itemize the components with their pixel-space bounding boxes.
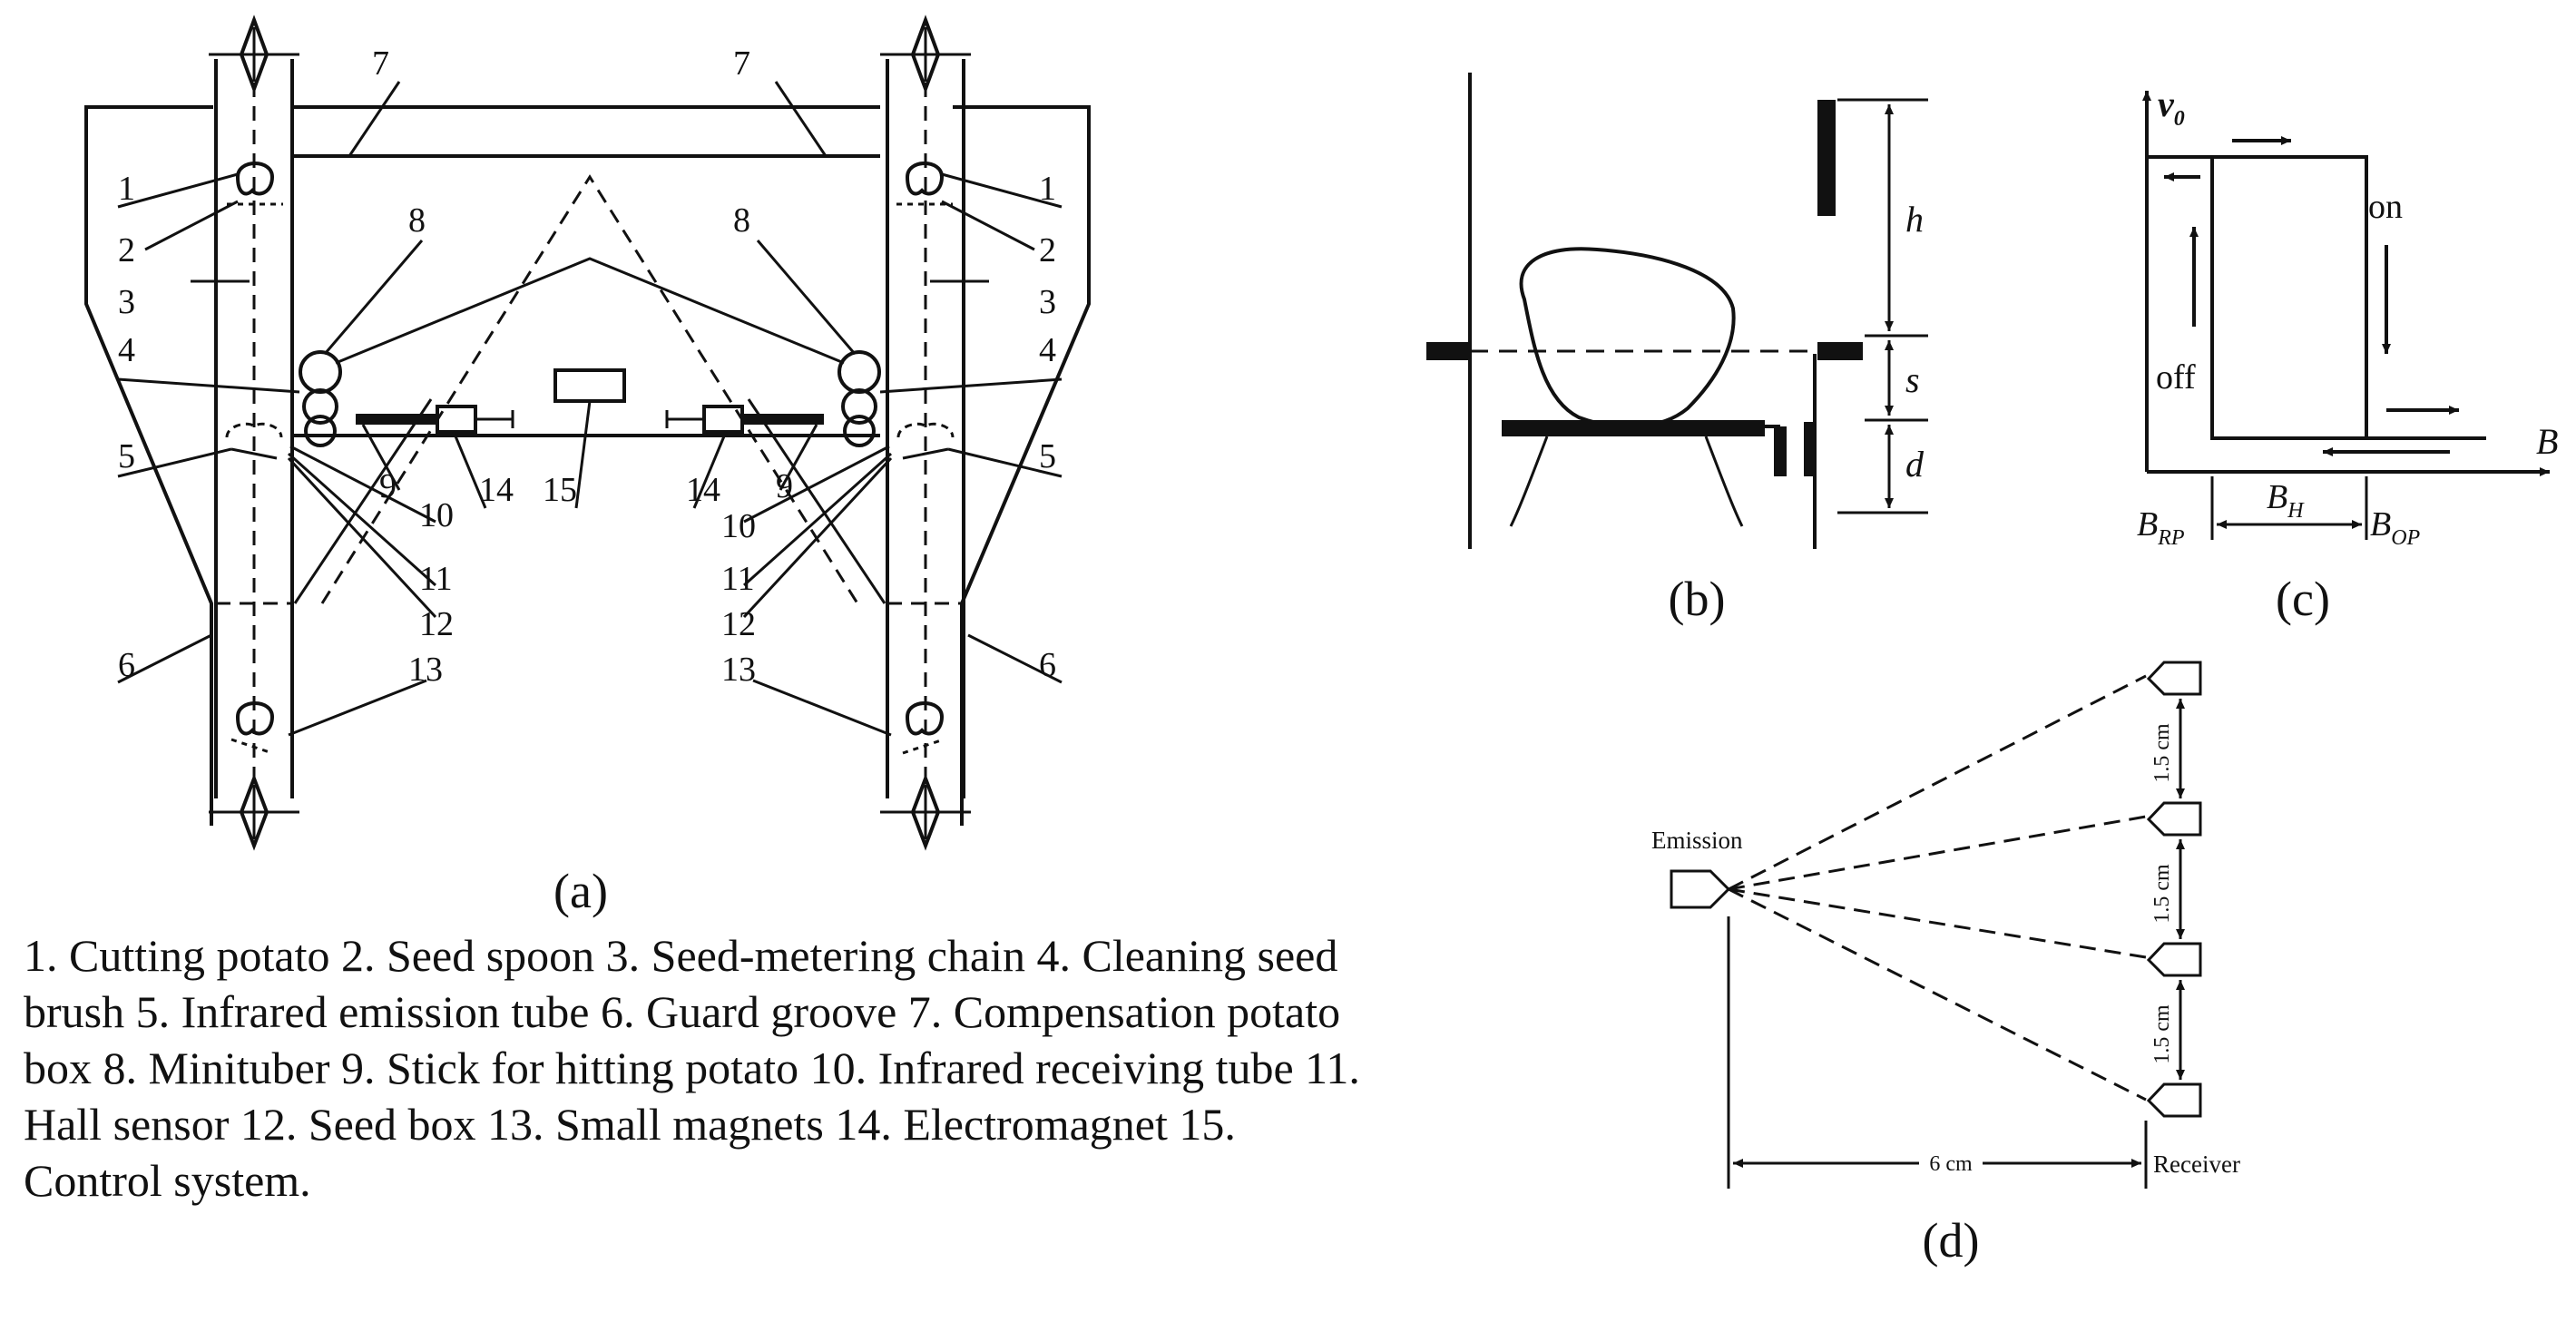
label-3-right: 3 (1039, 283, 1056, 321)
label-12-right: 12 (721, 605, 756, 643)
label-10-right: 10 (721, 507, 756, 545)
sprocket-bottom-left (209, 773, 299, 851)
small-magnets-left (230, 701, 275, 755)
leader-lines (117, 81, 1063, 737)
label-4-right: 4 (1039, 331, 1056, 369)
label-9-right: 9 (776, 467, 793, 505)
emitter-left (1426, 342, 1470, 360)
infrared-emission-tube-right (896, 422, 955, 460)
right-seed-column (880, 15, 971, 851)
bop-label: BOP (2370, 505, 2421, 550)
label-4-left: 4 (118, 331, 135, 369)
hall-sensor-b (1804, 422, 1817, 476)
label-9-left: 9 (379, 467, 397, 505)
sprocket-top-left (209, 15, 299, 94)
hysteresis-off-path (2210, 157, 2366, 440)
minituber-left (299, 350, 342, 447)
brp-label: BRP (2137, 505, 2185, 550)
receiver-icons (2146, 661, 2202, 1118)
spoon-leg-left (1509, 436, 1549, 527)
minituber-shape (1519, 247, 1736, 429)
label-5-left: 5 (118, 437, 135, 475)
label-10-left: 10 (419, 496, 454, 534)
label-2-right: 2 (1039, 231, 1056, 269)
label-14-right: 14 (686, 471, 720, 509)
distance-label: 6 cm (1929, 1152, 1973, 1176)
panel-d-label: (d) (1923, 1213, 1980, 1268)
cutting-potato-left (227, 162, 283, 206)
stick-right (665, 405, 824, 434)
label-1-left: 1 (118, 170, 135, 208)
figure-caption: 1. Cutting potato 2. Seed spoon 3. Seed-… (24, 930, 1360, 1206)
label-6-left: 6 (118, 646, 135, 684)
dim-h: h (1905, 199, 1924, 240)
hysteresis-on-path (2147, 155, 2486, 440)
dimension-lines (1837, 98, 1928, 514)
spacing-label-1: 1.5 cm (2150, 723, 2174, 783)
part-number-labels: 1 2 3 4 5 6 7 8 9 10 11 12 13 14 15 7 8 … (118, 44, 1056, 689)
panel-b-diagram: h s d (b) (1426, 73, 1928, 626)
receiver-label: Receiver (2153, 1151, 2240, 1178)
spoon-leg-right (1704, 436, 1744, 527)
emitter-right (1817, 342, 1863, 360)
label-2-left: 2 (118, 231, 135, 269)
label-15: 15 (543, 471, 577, 509)
label-13-right: 13 (721, 651, 756, 689)
left-seed-column (209, 15, 299, 851)
housing-left-wall (84, 105, 213, 826)
cutting-potato-right (896, 162, 953, 206)
sprocket-bottom-right (880, 773, 971, 851)
label-7-left: 7 (372, 44, 389, 83)
spacing-label-3: 1.5 cm (2150, 1004, 2174, 1064)
label-11-right: 11 (721, 560, 755, 598)
label-3-left: 3 (118, 283, 135, 321)
off-label: off (2156, 358, 2196, 397)
minituber-right (837, 350, 881, 447)
panel-c-chart: v0 B on off BRP BH BOP (c) (2137, 83, 2558, 626)
panel-c-label: (c) (2276, 572, 2330, 626)
label-6-right: 6 (1039, 646, 1056, 684)
dim-s: s (1905, 359, 1920, 400)
emitter-icon (1670, 869, 1731, 909)
label-13-left: 13 (408, 651, 443, 689)
label-7-right: 7 (733, 44, 750, 83)
sprocket-top-right (880, 15, 971, 94)
spacing-label-2: 1.5 cm (2150, 864, 2174, 924)
panel-a-label: (a) (553, 864, 608, 918)
control-system-box (553, 368, 626, 403)
label-8-right: 8 (733, 201, 750, 240)
connecting-cords (335, 257, 845, 365)
panel-b-label: (b) (1669, 572, 1726, 626)
dim-d: d (1905, 444, 1925, 485)
b-axis-label: B (2536, 421, 2558, 462)
seed-box-outline (320, 174, 859, 604)
label-1-right: 1 (1039, 170, 1056, 208)
infrared-emission-tube-left (225, 422, 283, 460)
seed-box-left-side (293, 398, 433, 604)
seed-box-right-side (747, 398, 886, 604)
panel-a-diagram: 1 2 3 4 5 6 7 8 9 10 11 12 13 14 15 7 8 … (84, 15, 1091, 918)
stick-left (356, 405, 514, 434)
bh-label: BH (2267, 478, 2305, 523)
seed-spoon (1502, 420, 1765, 436)
label-11-left: 11 (419, 560, 453, 598)
on-label: on (2368, 188, 2403, 226)
label-5-right: 5 (1039, 437, 1056, 475)
beam-lines (1728, 674, 2147, 1102)
small-magnets-right (902, 701, 945, 755)
receiver-plate (1817, 100, 1836, 216)
v-axis-label: v0 (2158, 83, 2185, 131)
label-8-left: 8 (408, 201, 426, 240)
hall-sensor-a (1774, 426, 1787, 476)
panel-d-diagram: Emission 1.5 cm 1.5 cm 1.5 cm 6 cm Recei… (1651, 661, 2240, 1268)
label-14-left: 14 (479, 471, 514, 509)
label-12-left: 12 (419, 605, 454, 643)
emission-label: Emission (1651, 827, 1743, 854)
